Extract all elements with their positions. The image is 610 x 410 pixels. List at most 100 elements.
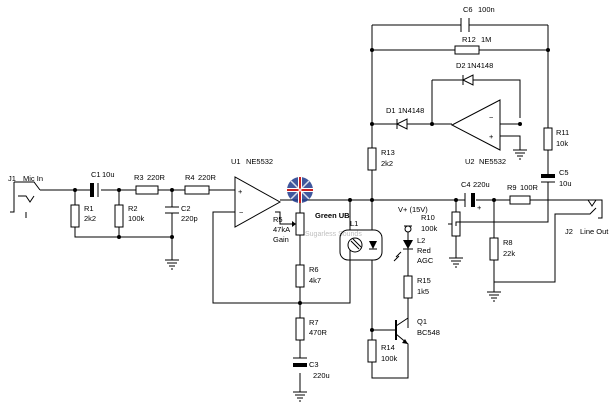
r12-value: 1M xyxy=(481,35,491,44)
r7-ref: R7 xyxy=(309,318,319,327)
resistor-r15: R15 1k5 xyxy=(403,275,431,299)
l2-ref: L2 xyxy=(417,236,425,245)
capacitor-c2: C2 220p xyxy=(165,204,198,223)
u1-minus: − xyxy=(239,208,244,217)
d2-part: 1N4148 xyxy=(467,61,493,70)
r5-ref: R5 xyxy=(273,215,283,224)
supply-label: V+ (15V) xyxy=(398,205,428,214)
jack-j2: J2 Line Out xyxy=(565,199,609,236)
j2-name: Line Out xyxy=(580,227,609,236)
c6-value: 100n xyxy=(478,5,495,14)
capacitor-c6: C6 100n xyxy=(460,5,495,32)
watermark-sub: Sugarless Sounds xyxy=(305,231,362,238)
r1-value: 2k2 xyxy=(84,214,96,223)
d1-part: 1N4148 xyxy=(398,106,424,115)
r3-ref: R3 xyxy=(134,173,144,182)
j2-ref: J2 xyxy=(565,227,573,236)
resistor-r11: R11 10k xyxy=(543,127,569,151)
optocoupler-l1: L1 xyxy=(339,219,383,261)
r2-ref: R2 xyxy=(128,204,138,213)
resistor-r8: R8 22k xyxy=(489,237,515,261)
resistor-r3: R3 220R xyxy=(134,173,166,195)
r8-value: 22k xyxy=(503,249,515,258)
resistor-r6: R6 4k7 xyxy=(295,264,321,288)
wires xyxy=(40,24,596,392)
c5-value: 10u xyxy=(559,179,572,188)
c4-value: 220u xyxy=(473,180,490,189)
r6-ref: R6 xyxy=(309,265,319,274)
r1-ref: R1 xyxy=(84,204,94,213)
ground-symbol xyxy=(293,391,307,402)
q1-ref: Q1 xyxy=(417,317,427,326)
d2-ref: D2 xyxy=(456,61,466,70)
trimmer-r10: R10 100k xyxy=(421,211,461,237)
ground-symbol xyxy=(487,291,501,302)
potentiometer-r5: R5 47kA Gain xyxy=(273,212,305,244)
c3-ref: C3 xyxy=(309,360,319,369)
capacitor-c4: + C4 220u xyxy=(461,180,490,212)
r8-ref: R8 xyxy=(503,238,513,247)
j1-label: J1 xyxy=(8,174,16,183)
c1-value: 10u xyxy=(102,170,115,179)
ground-symbol xyxy=(165,259,179,270)
r3-value: 220R xyxy=(147,173,166,182)
c1-ref: C1 xyxy=(91,170,101,179)
jack-j1: J1 Mic In xyxy=(8,174,43,218)
opamp-u2: − + U2 NE5532 xyxy=(450,99,506,166)
c5-ref: C5 xyxy=(559,168,569,177)
r5-extra: Gain xyxy=(273,235,289,244)
resistor-r4: R4 220R xyxy=(184,173,217,195)
c4-ref: C4 xyxy=(461,180,471,189)
r13-value: 2k2 xyxy=(381,159,393,168)
supply-vplus: V+ (15V) xyxy=(398,205,428,233)
resistor-r14: R14 100k xyxy=(367,339,398,363)
ground-symbol xyxy=(449,257,463,268)
capacitor-c3: C3 220u xyxy=(293,357,330,380)
r15-ref: R15 xyxy=(417,276,431,285)
r5-value: 47kA xyxy=(273,225,290,234)
opamp-u1: + − U1 NE5532 xyxy=(231,157,282,228)
r9-ref: R9 xyxy=(507,183,517,192)
c6-ref: C6 xyxy=(463,5,473,14)
diode-d1: D1 1N4148 xyxy=(386,106,424,130)
r12-ref: R12 xyxy=(462,35,476,44)
u2-plus: + xyxy=(489,132,494,141)
r7-value: 470R xyxy=(309,328,328,337)
resistor-r2: R2 100k xyxy=(114,204,145,228)
c3-value: 220u xyxy=(313,371,330,380)
l1-ref: L1 xyxy=(350,219,358,228)
r4-value: 220R xyxy=(198,173,217,182)
resistor-r12: R12 1M xyxy=(454,35,491,55)
junctions xyxy=(73,48,550,332)
led-l2: L2 Red AGC xyxy=(393,236,434,265)
d1-ref: D1 xyxy=(386,106,396,115)
resistor-r13: R13 2k2 xyxy=(367,147,395,171)
l2-function: AGC xyxy=(417,256,434,265)
u2-minus: − xyxy=(489,113,494,122)
resistor-r1: R1 2k2 xyxy=(70,204,96,228)
r14-ref: R14 xyxy=(381,343,395,352)
watermark-brand: Green UB xyxy=(315,211,350,220)
r10-ref: R10 xyxy=(421,213,435,222)
r15-value: 1k5 xyxy=(417,287,429,296)
r10-value: 100k xyxy=(421,224,438,233)
r4-ref: R4 xyxy=(185,173,195,182)
capacitor-c5: C5 10u xyxy=(541,168,572,188)
q1-part: BC548 xyxy=(417,328,440,337)
resistor-r9: R9 100R xyxy=(507,183,539,205)
r11-ref: R11 xyxy=(556,128,569,137)
capacitor-c1: C1 10u xyxy=(90,170,115,197)
r9-value: 100R xyxy=(520,183,539,192)
c2-ref: C2 xyxy=(181,204,191,213)
r11-value: 10k xyxy=(556,139,568,148)
ground-symbol xyxy=(513,149,527,160)
l2-color: Red xyxy=(417,246,431,255)
c4-plus: + xyxy=(477,203,482,212)
diode-d2: D2 1N4148 xyxy=(456,61,493,86)
u2-ref: U2 xyxy=(465,157,475,166)
r14-value: 100k xyxy=(381,354,398,363)
c2-value: 220p xyxy=(181,214,198,223)
u1-ref: U1 xyxy=(231,157,241,166)
r6-value: 4k7 xyxy=(309,276,321,285)
